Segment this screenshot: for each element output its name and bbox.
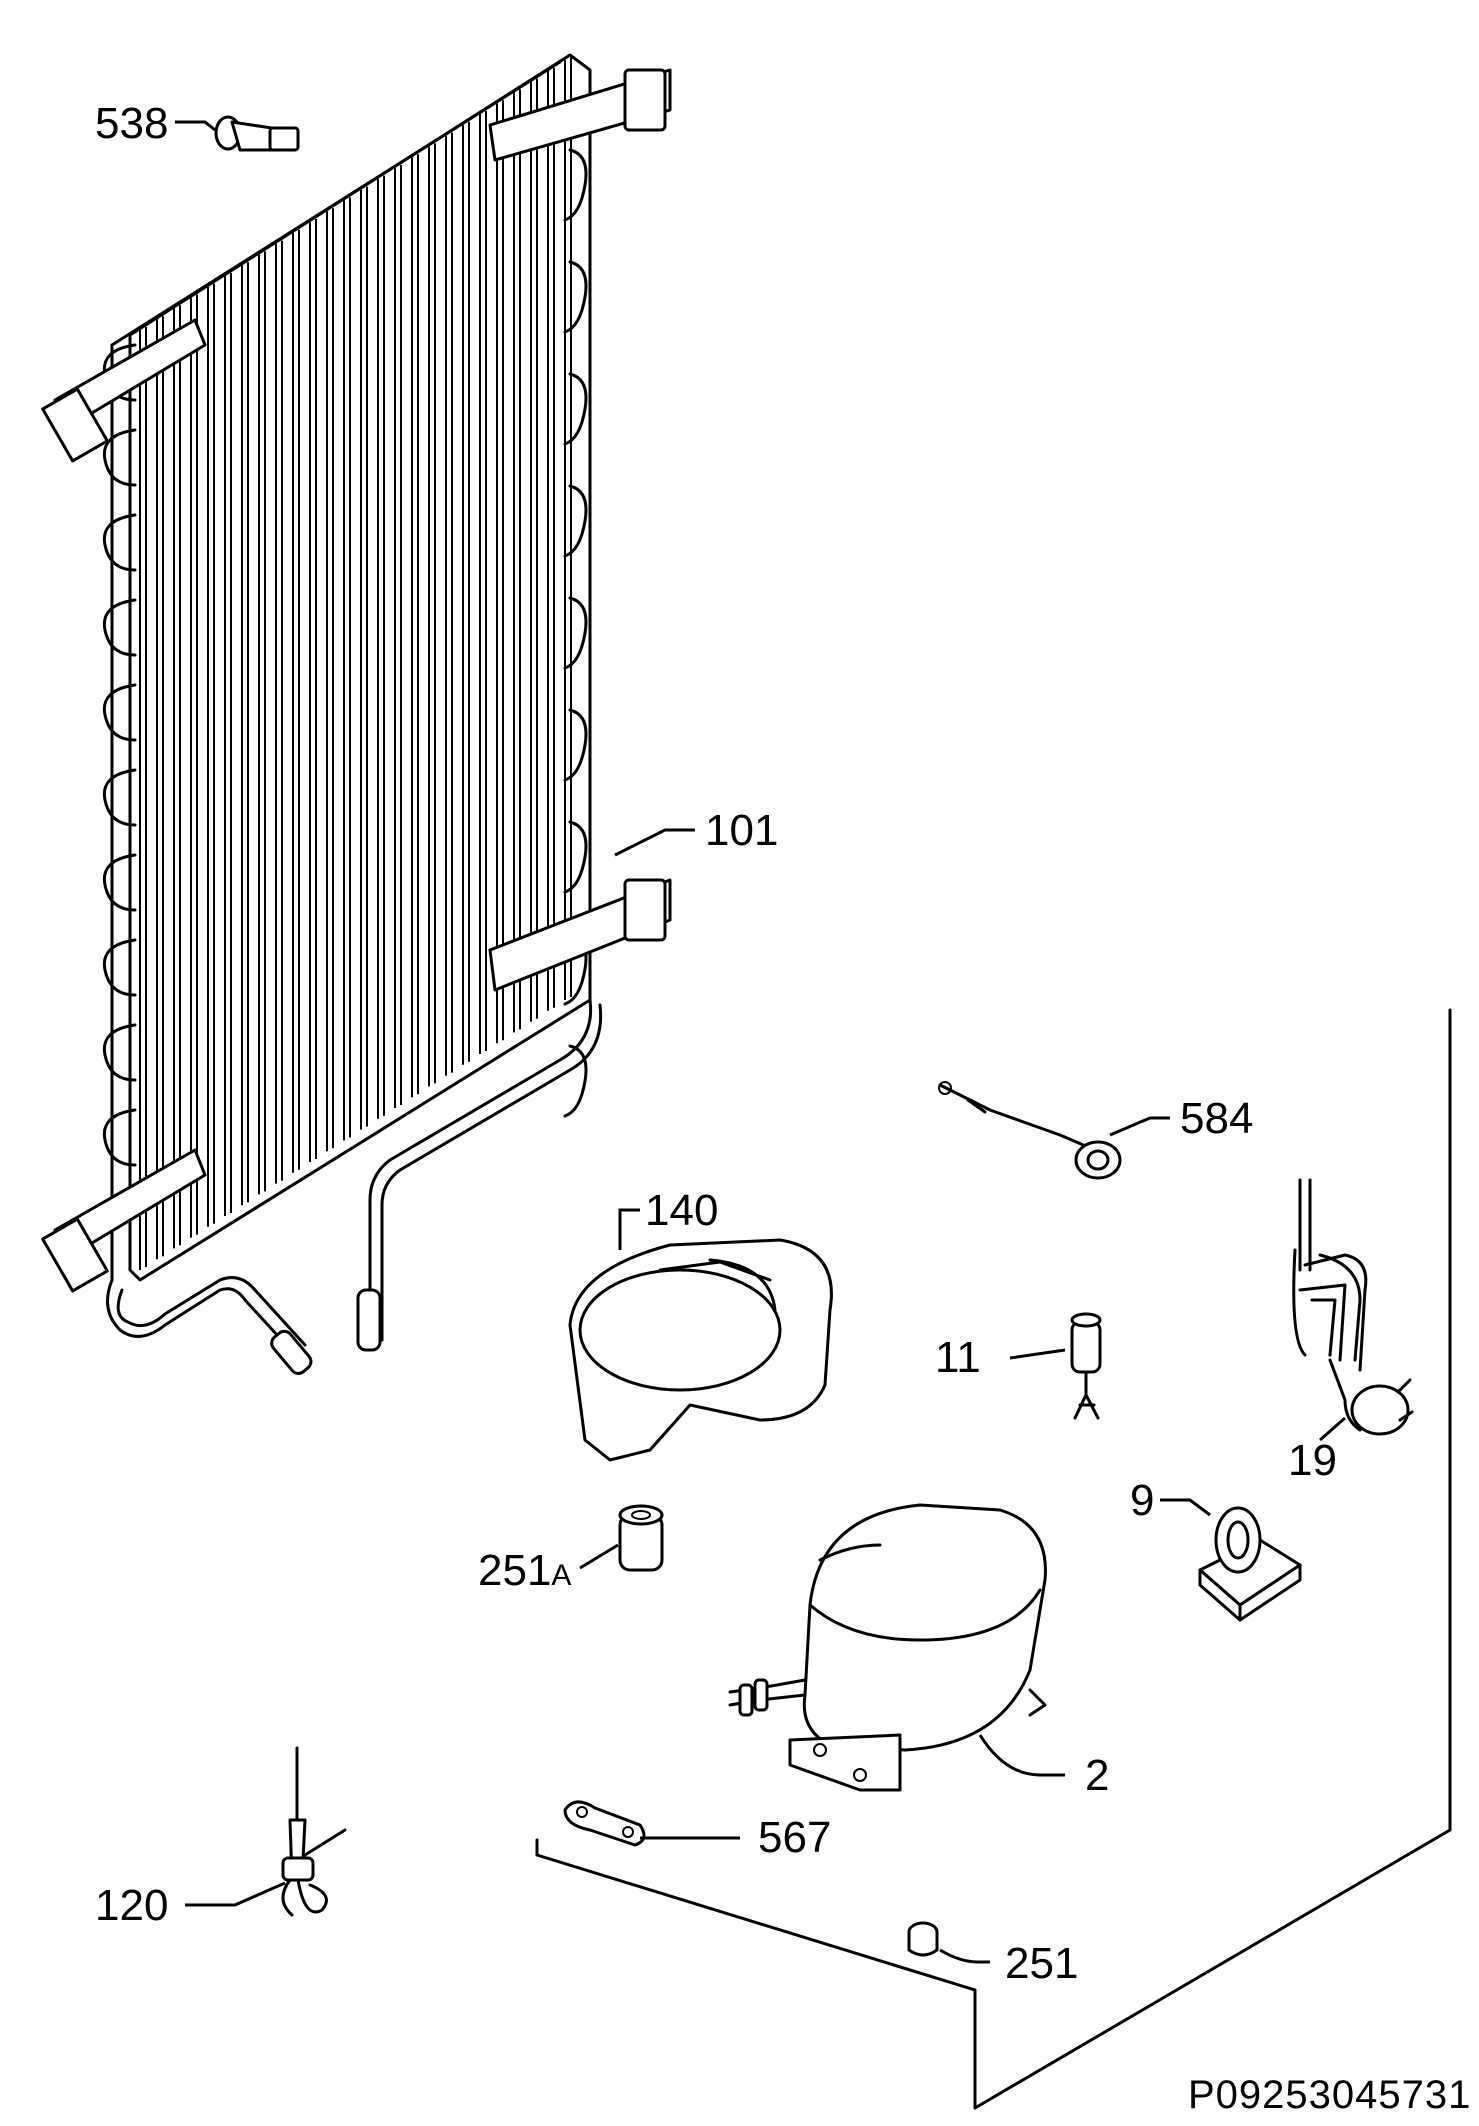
label-19: 19 bbox=[1288, 1436, 1337, 1485]
filter-drier bbox=[185, 1746, 347, 1917]
condenser-leader bbox=[614, 828, 695, 857]
condenser-bend-left bbox=[102, 768, 137, 827]
terminal-cover bbox=[1160, 1498, 1302, 1622]
condenser-bend-left bbox=[102, 428, 137, 487]
relay-component bbox=[1009, 1312, 1102, 1420]
condenser-clip bbox=[175, 115, 300, 152]
label-11: 11 bbox=[935, 1333, 981, 1382]
condenser-bend-right bbox=[563, 708, 588, 782]
condenser-bend-right bbox=[563, 596, 588, 670]
label-140: 140 bbox=[645, 1186, 718, 1235]
condenser-bend-left bbox=[102, 853, 137, 912]
document-code: P09253045731 bbox=[1188, 2073, 1471, 2117]
label-101: 101 bbox=[705, 806, 778, 855]
condenser-bend-left bbox=[102, 683, 137, 742]
label-538: 538 bbox=[95, 99, 168, 148]
label-567: 567 bbox=[758, 1813, 831, 1862]
label-251a-suffix: A bbox=[551, 1559, 571, 1592]
condenser-bend-left bbox=[102, 1023, 137, 1082]
label-251a: 251A bbox=[478, 1546, 571, 1595]
condenser bbox=[41, 53, 672, 1375]
cabinet-outline bbox=[535, 1008, 1452, 2110]
condenser-bend-right bbox=[563, 148, 588, 222]
condenser-bend-left bbox=[102, 1108, 137, 1167]
power-cord bbox=[1292, 1178, 1414, 1442]
label-2: 2 bbox=[1085, 1751, 1109, 1800]
label-584: 584 bbox=[1180, 1094, 1253, 1143]
condenser-bend-left bbox=[102, 938, 137, 997]
condenser-bend-right bbox=[563, 372, 588, 446]
drip-tray bbox=[568, 1208, 833, 1462]
thermostat-lead bbox=[938, 1081, 1170, 1180]
condenser-bend-right bbox=[563, 260, 588, 334]
condenser-bend-left bbox=[102, 513, 137, 572]
grommet-a bbox=[579, 1504, 664, 1572]
compressor bbox=[728, 1503, 1065, 1792]
label-120: 120 bbox=[95, 1881, 168, 1930]
condenser-bend-right bbox=[563, 484, 588, 558]
condenser-bend-right bbox=[563, 1044, 588, 1118]
grommet bbox=[907, 1921, 990, 1964]
label-251a-number: 251 bbox=[478, 1546, 551, 1595]
condenser-bend-right bbox=[563, 820, 588, 894]
label-9: 9 bbox=[1130, 1476, 1154, 1525]
condenser-bend-left bbox=[102, 598, 137, 657]
label-251: 251 bbox=[1005, 1939, 1078, 1988]
mounting-clip bbox=[563, 1800, 740, 1847]
